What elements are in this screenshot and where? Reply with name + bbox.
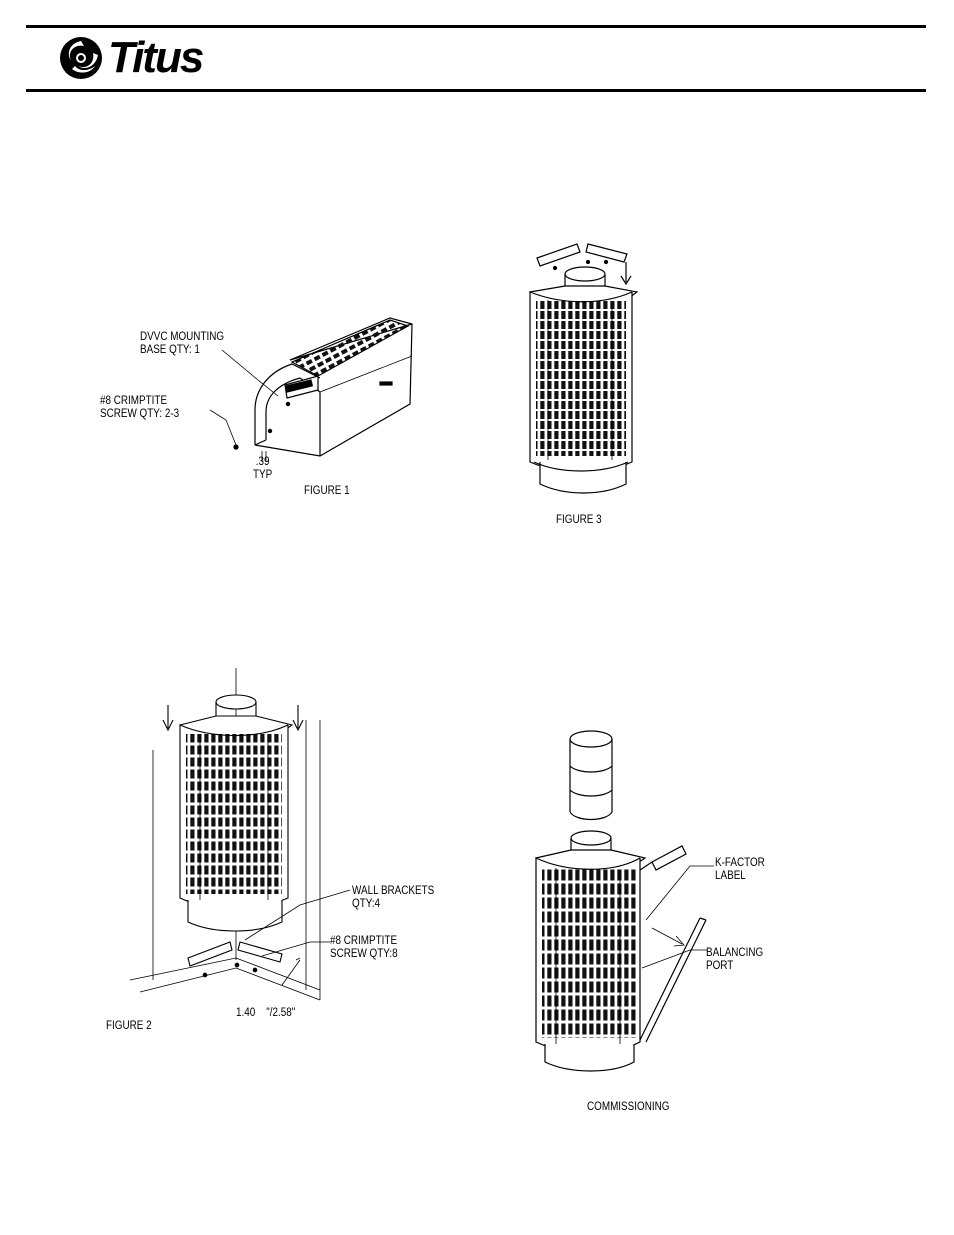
commissioning-port-label: BALANCING PORT [706,947,764,972]
brand-wordmark: Titus [108,33,204,82]
figure1-dim-label: .39 TYP [253,456,273,481]
figure1-mounting-label: DVVC MOUNTING BASE QTY: 1 [140,331,225,356]
figure1-screw-label: #8 CRIMPTITE SCREW QTY: 2-3 [100,395,180,420]
figure2-dim-label: 1.40 "/2.58" [236,1007,296,1019]
figure2-brackets-label: WALL BRACKETS QTY:4 [352,885,435,910]
figure2-caption: FIGURE 2 [106,1020,152,1032]
titus-swirl-icon [60,37,102,79]
brand-logo: Titus [58,33,204,82]
figure3-caption: FIGURE 3 [556,514,602,526]
figure2-screw-label: #8 CRIMPTITE SCREW QTY:8 [330,935,398,960]
figure1-caption: FIGURE 1 [304,485,350,497]
commissioning-kfactor-label: K-FACTOR LABEL [715,857,765,882]
commissioning-caption: COMMISSIONING [587,1101,670,1113]
header-bottom-rule [26,89,926,92]
header-top-rule [26,25,926,28]
